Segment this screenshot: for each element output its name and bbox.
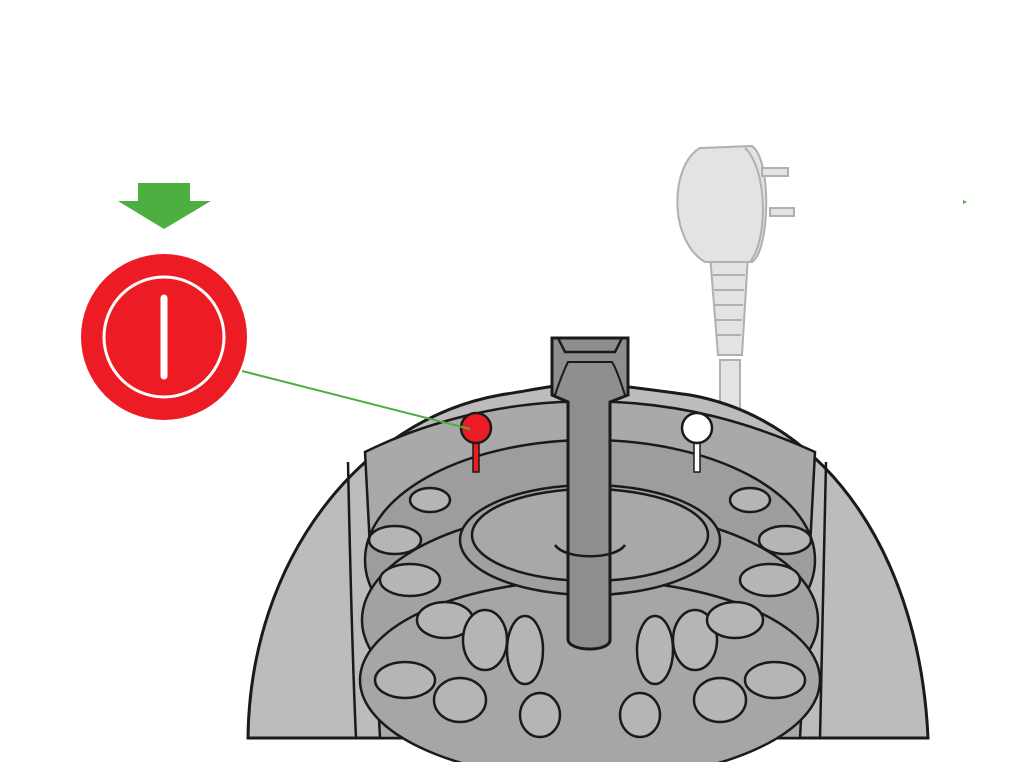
plug-face bbox=[744, 147, 764, 263]
plug-ribs bbox=[713, 274, 745, 336]
small-marker bbox=[963, 200, 967, 204]
brush-bristles bbox=[367, 486, 813, 739]
plug-pin-bottom bbox=[769, 207, 795, 217]
handle-post bbox=[550, 336, 630, 651]
plug-pin-top bbox=[761, 167, 789, 177]
plug-body bbox=[676, 144, 768, 263]
machine-side-left bbox=[346, 461, 358, 739]
machine bbox=[246, 336, 930, 762]
power-on-icon bbox=[81, 254, 247, 420]
leader-line bbox=[241, 370, 471, 430]
machine-side-right bbox=[818, 461, 828, 739]
white-indicator-light-icon bbox=[680, 411, 714, 473]
power-plug-icon bbox=[676, 144, 795, 421]
down-arrow-icon bbox=[118, 183, 211, 229]
red-indicator-light-icon bbox=[459, 411, 493, 473]
